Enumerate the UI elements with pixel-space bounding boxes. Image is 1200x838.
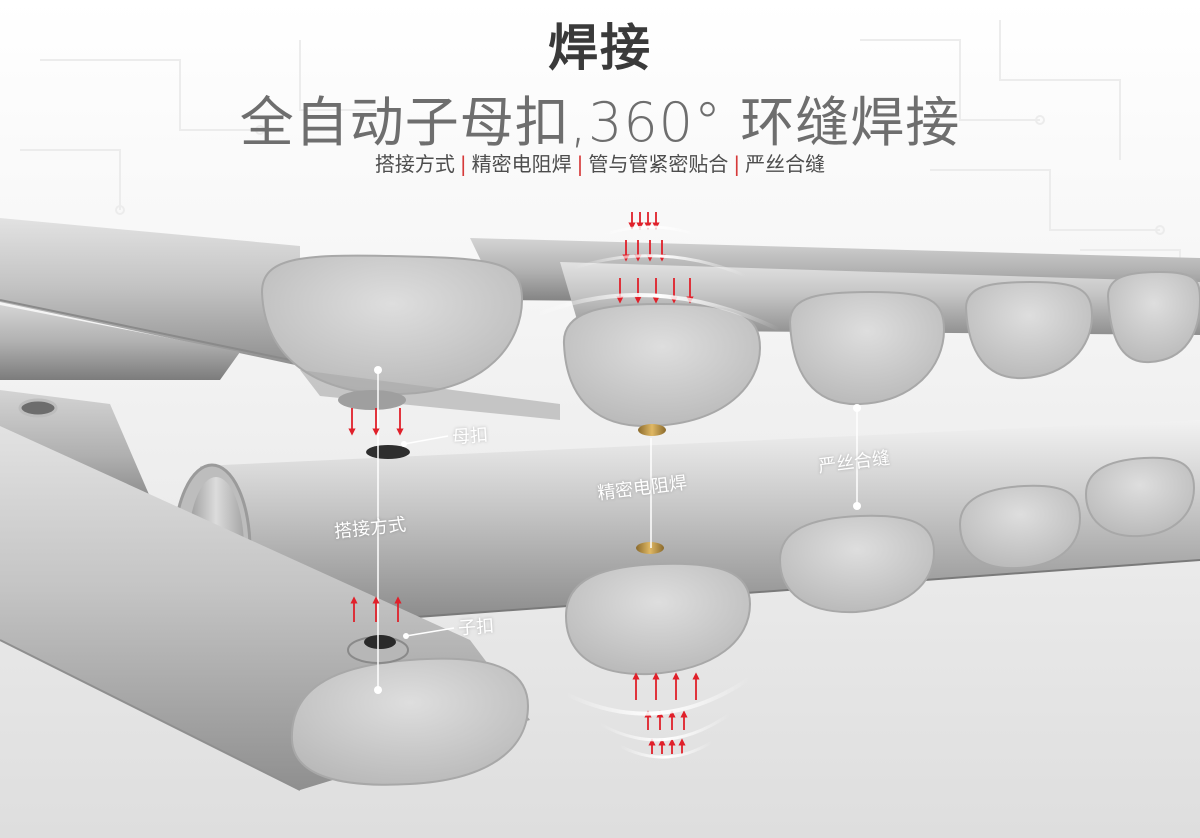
swoosh-arcs-top [532,225,782,332]
callout-lines [377,370,858,690]
feature-list: 搭接方式|精密电阻焊|管与管紧密贴合|严丝合缝 [0,148,1200,177]
brass-weld-bottom [636,542,664,554]
bottom-row-faces [290,456,1196,786]
callout-dots [374,366,861,694]
feature-resistance-weld: 精密电阻焊 [471,152,572,176]
feature-separator: | [733,152,741,176]
pressure-arrows-bottom [632,672,700,754]
page-title: 焊接 [548,19,652,77]
top-tube-left-2 [0,305,240,380]
pressure-arrows-male [350,596,402,622]
page-subtitle: 全自动子母扣,360° 环缝焊接 [239,91,961,154]
callout-female-buckle: 母扣 [451,424,489,449]
feature-tight-fit: 管与管紧密贴合 [588,152,729,176]
feature-separator: | [459,152,467,176]
feature-separator: | [576,152,584,176]
female-buckle [338,390,410,459]
middle-round-tube [200,420,1200,632]
callout-male-buckle: 子扣 [457,615,495,640]
swoosh-arcs-bottom [564,676,752,759]
feature-lap-joint: 搭接方式 [374,152,455,176]
brass-weld-top [638,424,666,436]
pressure-arrows-female [348,408,404,436]
top-tube-left [0,218,300,366]
feature-seamless: 严丝合缝 [745,152,826,176]
top-row-faces [260,254,1200,428]
